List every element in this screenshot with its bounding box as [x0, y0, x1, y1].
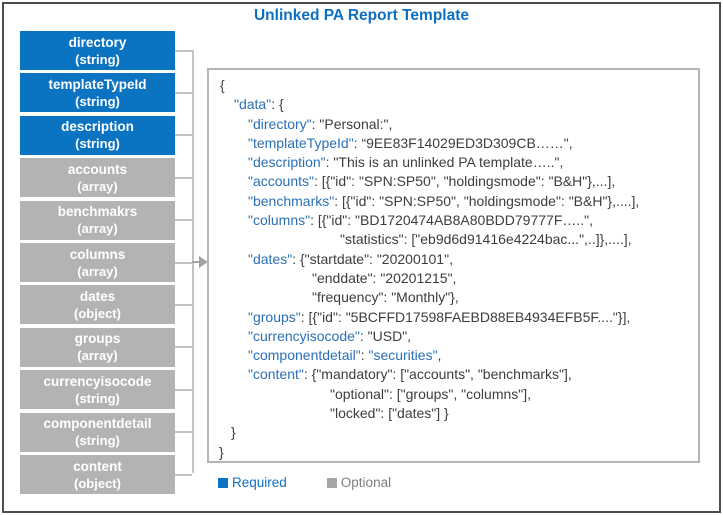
json-code-panel: { "data": { "directory": "Personal:", "temp…	[207, 68, 700, 463]
legend-item-optional: Optional	[326, 475, 392, 490]
legend-item-required: Required	[218, 475, 287, 490]
field-name: templateTypeId	[48, 76, 147, 92]
field-name: benchmakrs	[57, 204, 138, 220]
arrow-right-icon	[199, 256, 208, 268]
page-title: Unlinked PA Report Template	[253, 7, 470, 24]
sidebar-item-content: content(object)	[20, 455, 175, 494]
json-line: "data": {	[234, 96, 284, 113]
json-line: "templateTypeId": “9EE83F14029ED3D309CB……	[248, 134, 573, 151]
field-name: columns	[69, 246, 126, 262]
field-type: (string)	[75, 433, 120, 449]
field-type: (array)	[77, 348, 118, 364]
json-line: "directory": "Personal:",	[248, 115, 393, 132]
json-line: "description": "This is an unlinked PA t…	[248, 154, 564, 171]
json-line: "statistics": ["eb9d6d91416e4224bac...",…	[340, 231, 632, 248]
json-line: "benchmarks": [{"id": "SPN:SP50", "holdi…	[248, 192, 640, 209]
field-type: (array)	[77, 178, 118, 194]
connector-stub-line	[175, 219, 192, 222]
json-line: "optional": ["groups", "columns"],	[330, 385, 532, 402]
connector-stub-line	[175, 91, 192, 94]
required-square-icon	[218, 477, 228, 488]
json-line: "frequency": "Monthly"},	[312, 289, 459, 306]
connector-stub-line	[175, 303, 192, 306]
connector-stub-line	[175, 346, 192, 349]
legend-required-label: Required	[232, 475, 287, 490]
json-line: "dates": {"startdate": "20200101",	[248, 250, 453, 267]
field-name: dates	[79, 288, 116, 304]
connector-stub-line	[175, 261, 192, 264]
json-line: "groups": [{"id": "5BCFFD17598FAEBD88EB4…	[248, 308, 631, 325]
field-type: (object)	[74, 305, 121, 321]
field-type: (object)	[74, 475, 121, 491]
sidebar-item-dates: dates(object)	[20, 285, 175, 325]
legend: Required Optional	[218, 475, 391, 490]
field-type: (string)	[75, 93, 120, 109]
sidebar-item-groups: groups(array)	[20, 327, 175, 367]
json-line: "componentdetail": "securities",	[248, 347, 442, 364]
field-type: (string)	[75, 51, 120, 67]
field-type: (string)	[75, 390, 120, 406]
sidebar-item-description: description(string)	[20, 115, 175, 155]
connector-stub-line	[175, 388, 192, 391]
connector-stub-line	[175, 473, 192, 476]
connector-arrow-line	[192, 261, 201, 263]
optional-square-icon	[326, 477, 337, 488]
json-line: {	[220, 77, 225, 93]
field-name: content	[73, 458, 122, 474]
sidebar-item-benchmakrs: benchmakrs(array)	[20, 200, 175, 240]
field-type: (array)	[77, 221, 118, 237]
json-line: "accounts": [{"id": "SPN:SP50", "holding…	[248, 173, 616, 190]
connector-stub-line	[175, 134, 192, 137]
json-code: { "data": { "directory": "Personal:", "temp…	[209, 76, 698, 461]
sidebar-item-currencyisocode: currencyisocode(string)	[20, 370, 175, 410]
field-name: componentdetail	[43, 416, 152, 432]
json-line: }	[231, 424, 236, 441]
field-name: directory	[68, 34, 127, 50]
connector-stub-line	[175, 431, 192, 434]
sidebar-item-templateTypeId: templateTypeId(string)	[20, 73, 175, 113]
connector-stub-line	[175, 176, 192, 179]
json-line: "enddate": "20201215",	[312, 269, 457, 286]
json-line: "content": {"mandatory": ["accounts", "b…	[248, 366, 572, 383]
field-name: currencyisocode	[43, 373, 152, 389]
connector-stub-line	[175, 49, 192, 52]
json-line: "locked": ["dates"] }	[330, 405, 449, 422]
sidebar-item-columns: columns(array)	[20, 243, 175, 282]
json-line: "currencyisocode": "USD",	[248, 327, 412, 344]
field-name: description	[61, 119, 134, 135]
sidebar-item-accounts: accounts(array)	[20, 158, 175, 198]
sidebar-item-directory: directory(string)	[20, 31, 175, 70]
legend-optional-label: Optional	[340, 475, 392, 490]
field-type: (string)	[75, 136, 120, 152]
json-line: }	[219, 443, 224, 460]
field-name: accounts	[67, 161, 128, 177]
field-type: (array)	[77, 263, 118, 279]
json-line: "columns": [{"id": "BD1720474AB8A80BDD79…	[248, 212, 594, 229]
field-name: groups	[74, 331, 121, 347]
sidebar-item-componentdetail: componentdetail(string)	[20, 412, 175, 452]
